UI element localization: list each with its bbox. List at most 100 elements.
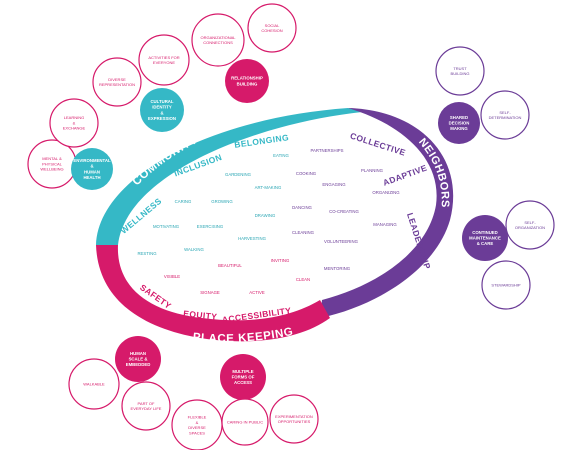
circle-label-line: PHYSICAL [42,161,63,166]
circle-label-line: CONNECTIONS [203,40,233,45]
circle-label-line: & [73,120,76,125]
circle-shape [121,381,171,431]
word-partnerships: PARTNERSHIPS [310,148,343,153]
word-managing: MANAGING [373,222,397,227]
word-beautiful: BEAUTIFUL [218,263,242,268]
word-organizing: ORGANIZING [372,190,400,195]
word-cleaning: CLEANING [292,230,315,235]
word-volunteering: VOLUNTEERING [324,239,359,244]
neighbors-band [320,108,454,318]
circle-label-line: WELLBEING [40,167,63,172]
word-dancing: DANCING [292,205,312,210]
circle-shape [140,88,184,132]
word-exercising: EXERCISING [197,224,224,229]
word-active: ACTIVE [249,290,265,295]
circle-shape [481,260,531,310]
circle-stewardship: STEWARDSHIP [481,260,531,310]
circle-shape [138,34,190,86]
circle-selforg: SELF-ORGANIZATION [505,200,555,250]
word-co-creating: CO-CREATING [329,209,359,214]
circle-label-line: EVERYONE [153,60,175,65]
word-planning: PLANNING [361,168,384,173]
circle-label-line: SOCIAL [265,23,280,28]
circle-caring-public: CARING IN PUBLIC [221,398,269,446]
circle-label-line: DECISION [449,121,470,126]
circle-shape [225,59,269,103]
circle-label-line: ORGANIZATIONAL [200,35,236,40]
circle-label-line: & [160,110,163,115]
circle-label-line: COHESION [261,28,282,33]
circle-label-line: ACTIVITIES FOR [148,55,179,60]
circle-label-line: OPPORTUNITIES [278,419,311,424]
circle-label-line: BUILDING [237,81,258,86]
circle-label-line: STEWARDSHIP [491,282,521,287]
circle-label-line: SPACES [189,430,205,435]
circle-label-line: EVERYDAY LIFE [131,406,162,411]
word-eating: EATING [273,153,289,158]
circle-label-line: LEARNING [64,115,84,120]
word-walking: WALKING [184,247,204,252]
adaptive-word: ADAPTIVE [382,163,429,188]
word-drawing: DRAWING [255,213,276,218]
circle-shape [435,46,485,96]
circle-label-line: IDENTITY [152,105,172,110]
word-cooking: COOKING [296,171,317,176]
circle-label-line: EXPRESSION [148,116,176,121]
circle-label-line: ORGANIZATION [515,225,545,230]
circle-label-line: RELATIONSHIP [231,76,263,81]
circle-label-line: HUMAN [84,169,100,174]
circle-shape [191,13,245,67]
circle-label-line: MULTIPLE [232,369,253,374]
circle-label-line: HUMAN [130,351,146,356]
circle-label-line: BUILDING [451,71,470,76]
circle-label-line: DETERMINATION [489,115,522,120]
equity-word: EQUITY [183,308,218,322]
place-keeping-band [96,245,330,342]
circle-label-line: & [90,164,93,169]
circle-label-line: SCALE & [129,357,148,362]
circle-shape [438,102,480,144]
word-mentoring: MENTORING [324,266,351,271]
satellite-circles: MENTAL &PHYSICALWELLBEINGENVIRONMENTAL&H… [27,3,555,450]
circle-label-line: REPRESENTATION [99,82,135,87]
circle-label-line: MAKING [450,126,468,131]
word-motivating: MOTIVATING [153,224,180,229]
word-inviting: INVITING [271,258,290,263]
circle-label-line: WALKABLE [83,381,105,386]
circle-label-line: MAINTENANCE [469,236,501,241]
circle-shape [220,354,266,400]
word-signage: SIGNAGE [200,290,220,295]
word-visible: VISIBLE [164,274,180,279]
word-clean: CLEAN [296,277,310,282]
circle-label-line: FLEXIBLE [188,414,207,419]
circle-shape [115,336,161,382]
circle-shape [49,98,99,148]
circle-label-line: TRUST [453,66,467,71]
circle-label-line: MENTAL & [42,156,62,161]
circle-shape [505,200,555,250]
circle-label-line: PART OF [138,401,155,406]
circle-shape [221,398,269,446]
circle-shape [71,148,113,190]
circle-label-line: CONTINUED [472,230,498,235]
circle-label-line: EXPERIMENTATION [275,414,313,419]
circle-label-line: HEALTH [83,175,100,180]
word-growing: GROWING [211,199,233,204]
circle-label-line: ENVIRONMENTAL [73,158,111,163]
circle-shape [92,57,142,107]
circle-label-line: DIVERSE [188,425,206,430]
circle-label-line: CULTURAL [150,99,173,104]
word-gardening: GARDENING [225,172,252,177]
